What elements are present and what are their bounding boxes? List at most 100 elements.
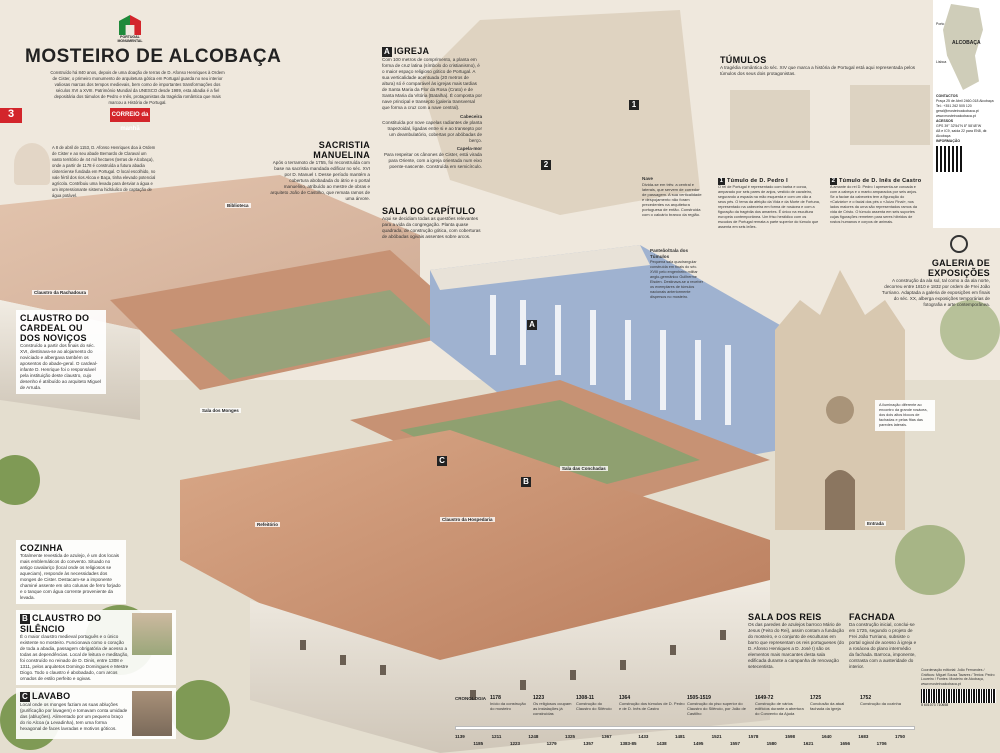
marker-a: A [382, 47, 392, 57]
timeline-event-year: 1223 [533, 695, 545, 701]
access-title: ACESSOS [936, 119, 954, 123]
panteao-text: Pequena sala quadrangular construída em … [650, 260, 703, 299]
marker-2: 2 [830, 178, 837, 185]
marker-b: B [20, 614, 30, 624]
label-claustro-rachadoura: Claustro da Rachadoura [32, 290, 89, 295]
fachada-title: FACHADA [849, 612, 896, 622]
galeria-title: GALERIA DE EXPOSIÇÕES [927, 258, 990, 278]
timeline-reign-year: 1521 [711, 734, 722, 739]
lavabo-text: Local onde os monges faziam as suas ablu… [20, 702, 128, 731]
timeline-event-year: 1308-11 [576, 695, 595, 701]
igreja-title: IGREJA [394, 46, 430, 56]
cozinha-text: Totalmente revestida de azulejo, é um do… [20, 553, 121, 600]
marker-c-map: C [437, 456, 447, 466]
timeline-reign-year: 1683 [858, 734, 869, 739]
timeline-label: CRONOLOGIA [455, 696, 486, 701]
timeline-event-year: 1178 [490, 695, 501, 701]
intro-text: Construído há 840 anos, depois de uma do… [50, 70, 225, 105]
timeline-event-year: 1725 [810, 695, 822, 701]
timeline-reign-year: 1279 [546, 741, 557, 746]
timeline-reign-year: 1357 [583, 741, 594, 746]
fachada-text: Da construção inicial, conclui-se em 172… [849, 622, 917, 669]
timeline-event-text: Início da construção do mosteiro [490, 701, 526, 711]
timeline-event-text: Os religiosos ocupam as instalações já c… [533, 701, 572, 716]
logo-text: PORTUGAL MONUMENTAL [117, 35, 143, 43]
timeline-reign-year: 1248 [528, 734, 539, 739]
timeline-reign-year: 1495 [693, 741, 704, 746]
label-refeitorio: Refeitório [255, 522, 281, 527]
portugal-map [943, 4, 983, 90]
marker-a-map: A [527, 320, 537, 330]
timeline-reign-year: 1656 [840, 741, 851, 746]
cardeal-text: Construído a partir dos finais do séc. X… [20, 343, 101, 390]
email[interactable]: geral@mosteiroalcobaca.pt [936, 109, 979, 113]
capela-text: Para respeitar os cânones de Cister, est… [383, 152, 482, 169]
reis-title: SALA DOS REIS [748, 612, 822, 622]
timeline-reign-year: 1433 [638, 734, 649, 739]
marker-c: C [20, 692, 30, 702]
capela-title: Capela-mor [456, 146, 482, 151]
silencio-text: É o maior claustro medieval português e … [20, 634, 129, 681]
timeline-event-year: 1752 [860, 695, 872, 701]
timeline-reign-year: 1367 [601, 734, 612, 739]
marker-b-map: B [521, 477, 531, 487]
lavabo-photo [132, 691, 172, 736]
cabeceira-title: Cabeceira [460, 114, 482, 119]
timeline-reign-year: 1223 [510, 741, 521, 746]
igreja-text: Com 100 metros de comprimento, a planta … [382, 57, 483, 110]
pedro-text: O rei de Portugal é representado com bar… [718, 185, 820, 229]
label-sala-conchadas: Sala das Conchadas [560, 466, 608, 471]
timeline-reign-year: 1598 [785, 734, 796, 739]
nave-text: Divida-se em três: a central e laterais,… [642, 182, 702, 217]
ines-title: Túmulo de D. Inês de Castro [839, 178, 922, 184]
map-label-lisboa: Lisboa [936, 60, 947, 64]
timeline-reign-year: 1706 [876, 741, 887, 746]
nave-title: Nave [642, 176, 653, 181]
silencio-title: CLAUSTRO DO SILÊNCIO [20, 613, 102, 634]
capitulo-text: Aqui se decidiam todas as questões relev… [382, 216, 481, 239]
lavabo-title: LAVABO [32, 691, 71, 701]
label-claustro-hospedaria: Claustro da Hospedaria [440, 517, 495, 522]
timeline-event-text: Conclusão da atual fachada da igreja [810, 701, 845, 711]
info-title: INFORMAÇÃO [936, 139, 961, 143]
timeline-event-year: 1364 [619, 695, 631, 701]
timeline-reign-year: 1621 [803, 741, 814, 746]
timeline-reign-year: 1481 [675, 734, 686, 739]
timeline-event-text: Construção do piso superior do Claustro … [687, 701, 746, 716]
reis-text: Os das paredes de azulejos barroco Mário… [748, 622, 845, 669]
fachada-note: A iluminação diferente ao encontro da gr… [875, 400, 935, 431]
issue-number: 3 [0, 108, 22, 123]
marker-1: 1 [718, 178, 725, 185]
label-sala-monges: Sala dos Monges [200, 408, 241, 413]
timeline-reign-year: 1325 [565, 734, 576, 739]
tumulos-title: TÚMULOS [720, 55, 767, 65]
unesco-emblem-icon [950, 235, 968, 253]
marker-1-map: 1 [629, 100, 639, 110]
label-entrada: Entrada [865, 521, 886, 526]
map-label-porto: Porto [936, 22, 945, 26]
timeline-reign-year: 1211 [491, 734, 502, 739]
capitulo-title: SALA DO CAPÍTULO [382, 206, 476, 216]
pedro-title: Túmulo de D. Pedro I [727, 178, 789, 184]
website[interactable]: www.mosteiroalcobaca.pt [936, 114, 976, 118]
gps: GPS 39° 32'54"N 8° 58'48"W [936, 124, 982, 128]
roads: A8 e IC9, saída 22 para EN8, dir. Alcoba… [936, 129, 988, 138]
timeline-event-text: Construção do Claustro do Silêncio [576, 701, 612, 711]
tumulos-text: A tragédia romântica do séc. XIV que mar… [720, 65, 916, 76]
timeline-event-text: Construção de vários edifícios durante a… [755, 701, 804, 716]
qr-code[interactable] [936, 146, 962, 172]
galeria-text: A construção da ala sul, tal como a da a… [881, 278, 990, 307]
cabeceira-text: Constituída por nove capelas radiantes d… [382, 120, 482, 143]
timeline-event-text: Construção dos túmulos de D. Pedro e de … [619, 701, 685, 711]
cozinha-title: COZINHA [20, 543, 64, 553]
phone[interactable]: Tel.: +351 262 505 120 [936, 104, 972, 108]
